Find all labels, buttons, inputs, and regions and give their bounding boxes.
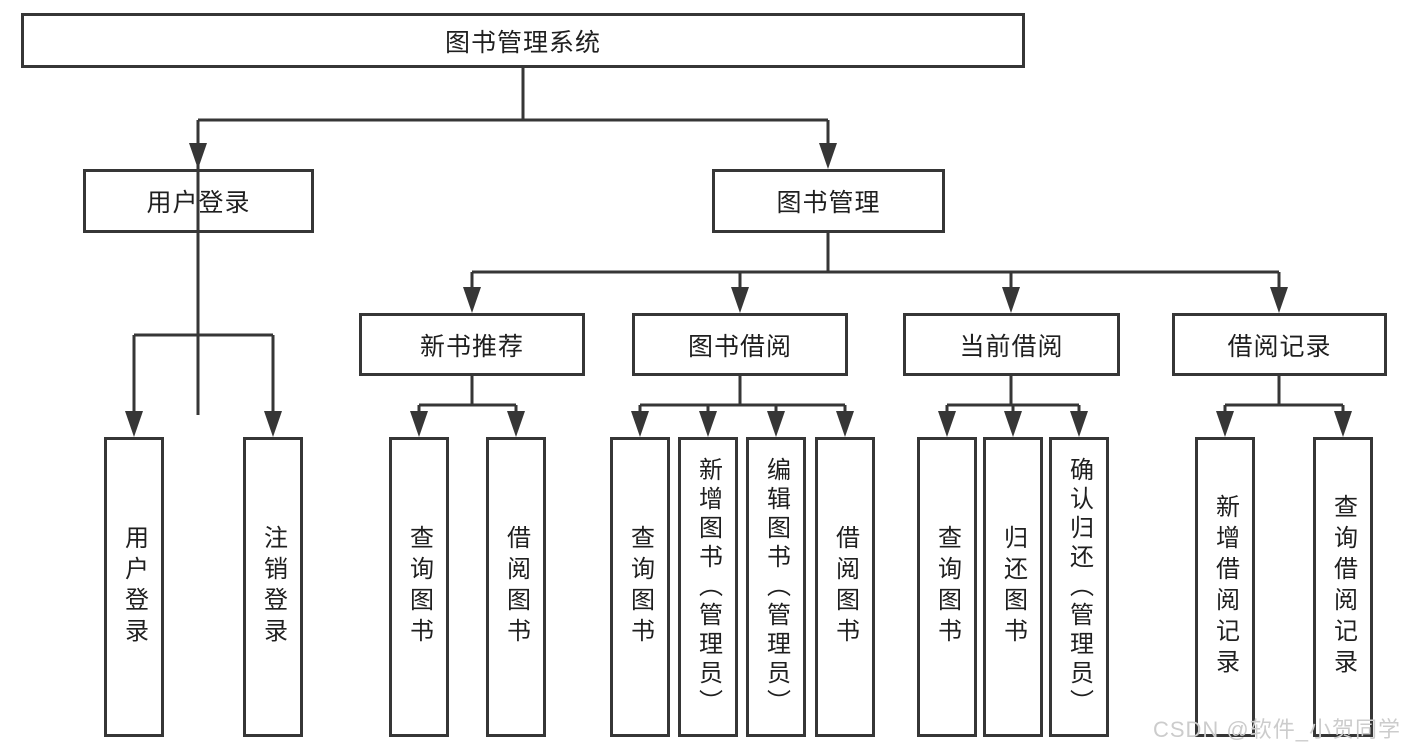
leaf-label: 确认归还（管理员） (1065, 456, 1093, 718)
node-label: 图书管理系统 (444, 28, 601, 57)
node-label: 图书借阅 (687, 332, 792, 361)
leaf-add-books-admin: 新增图书（管理员） (678, 437, 738, 737)
leaf-borrow-books-recommend: 借阅图书 (486, 437, 546, 737)
leaf-label: 查询图书 (933, 525, 961, 649)
leaf-label: 归还图书 (999, 525, 1027, 649)
leaf-label: 借阅图书 (831, 525, 859, 649)
node-label: 新书推荐 (419, 332, 524, 361)
leaf-label: 注销登录 (259, 525, 287, 649)
node-new-book-recommend: 新书推荐 (359, 313, 585, 376)
leaf-query-books-borrow: 查询图书 (610, 437, 670, 737)
node-book-borrow: 图书借阅 (632, 313, 848, 376)
arrowheads (125, 143, 1352, 437)
leaf-label: 借阅图书 (502, 525, 530, 649)
leaf-label: 用户登录 (120, 525, 148, 649)
leaf-logout: 注销登录 (243, 437, 303, 737)
leaf-user-login: 用户登录 (104, 437, 164, 737)
node-label: 图书管理 (776, 189, 881, 217)
leaf-label: 新增借阅记录 (1211, 494, 1239, 680)
leaf-query-borrow-record: 查询借阅记录 (1313, 437, 1373, 737)
leaf-label: 新增图书（管理员） (694, 456, 722, 718)
node-borrow-records: 借阅记录 (1172, 313, 1387, 376)
csdn-watermark: CSDN @软件_小贺同学 (1152, 717, 1401, 742)
leaf-query-books-recommend: 查询图书 (389, 437, 449, 737)
leaf-label: 查询借阅记录 (1329, 494, 1357, 680)
leaf-label: 编辑图书（管理员） (762, 456, 790, 718)
leaf-return-books: 归还图书 (983, 437, 1043, 737)
node-book-management-branch: 图书管理 (712, 169, 945, 233)
leaf-query-books-current: 查询图书 (917, 437, 977, 737)
leaf-borrow-books: 借阅图书 (815, 437, 875, 737)
leaf-label: 查询图书 (405, 525, 433, 649)
node-label: 当前借阅 (959, 332, 1064, 361)
leaf-confirm-return-admin: 确认归还（管理员） (1049, 437, 1109, 737)
leaf-edit-books-admin: 编辑图书（管理员） (746, 437, 806, 737)
node-label: 借阅记录 (1227, 332, 1332, 361)
leaf-label: 查询图书 (626, 525, 654, 649)
node-root-system: 图书管理系统 (21, 13, 1025, 68)
leaf-add-borrow-record: 新增借阅记录 (1195, 437, 1255, 737)
node-current-borrow: 当前借阅 (903, 313, 1120, 376)
